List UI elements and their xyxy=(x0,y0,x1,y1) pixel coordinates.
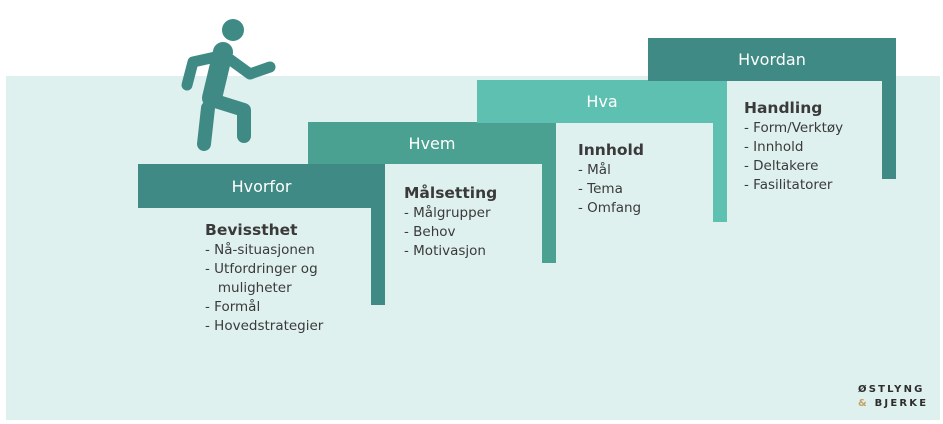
step-hvem-heading: Målsetting xyxy=(404,184,498,202)
list-item: - Deltakere xyxy=(744,158,819,174)
logo-line1: ØSTLYNG xyxy=(858,384,925,395)
step-hvem-riser xyxy=(542,122,556,263)
list-item: - Behov xyxy=(404,224,456,240)
list-item: - Omfang xyxy=(578,200,642,216)
list-item: - Formål xyxy=(205,299,261,315)
step-hvorfor-content: Bevissthet - Nå-situasjonen - Utfordring… xyxy=(205,220,323,336)
step-hvorfor-heading: Bevissthet xyxy=(205,221,298,239)
list-item: - Hovedstrategier xyxy=(205,318,324,334)
step-hvordan-header: Hvordan xyxy=(648,38,896,81)
step-hvorfor-label: Hvorfor xyxy=(231,176,292,196)
step-hva-header: Hva xyxy=(477,80,727,123)
list-item: - Fasilitatorer xyxy=(744,177,833,193)
list-item: - Utfordringer og xyxy=(205,261,318,277)
list-item: - Tema xyxy=(578,181,623,197)
step-hvem-label: Hvem xyxy=(408,133,456,153)
logo-line2: BJERKE xyxy=(874,398,929,409)
step-hvorfor-list: - Nå-situasjonen - Utfordringer og mulig… xyxy=(205,241,323,336)
company-logo: ØSTLYNG & BJERKE xyxy=(858,383,928,411)
list-item: - Motivasjon xyxy=(404,243,486,259)
step-hva-list: - Mål - Tema - Omfang xyxy=(578,161,644,218)
step-hvordan-heading: Handling xyxy=(744,99,823,117)
list-item: - Form/Verktøy xyxy=(744,120,844,136)
step-hva-heading: Innhold xyxy=(578,141,644,159)
step-hvordan-riser xyxy=(882,38,896,179)
step-hva-content: Innhold - Mål - Tema - Omfang xyxy=(578,140,644,218)
step-hvorfor-riser xyxy=(371,164,385,305)
step-hvem-header: Hvem xyxy=(308,122,556,164)
step-hvordan-list: - Form/Verktøy - Innhold - Deltakere - F… xyxy=(744,119,843,195)
step-hvorfor-header: Hvorfor xyxy=(138,164,385,208)
list-item: - Innhold xyxy=(744,139,804,155)
list-item: muligheter xyxy=(205,280,292,296)
step-hvordan-content: Handling - Form/Verktøy - Innhold - Delt… xyxy=(744,98,843,195)
step-hvem-list: - Målgrupper - Behov - Motivasjon xyxy=(404,204,497,261)
step-hvem-content: Målsetting - Målgrupper - Behov - Motiva… xyxy=(404,183,497,261)
list-item: - Målgrupper xyxy=(404,205,491,221)
list-item: - Nå-situasjonen xyxy=(205,242,315,258)
step-hvordan-label: Hvordan xyxy=(738,50,806,69)
step-hva-riser xyxy=(713,80,727,222)
logo-ampersand: & xyxy=(858,398,869,409)
step-hva-label: Hva xyxy=(586,92,618,111)
list-item: - Mål xyxy=(578,162,611,178)
running-person-icon xyxy=(181,19,276,151)
